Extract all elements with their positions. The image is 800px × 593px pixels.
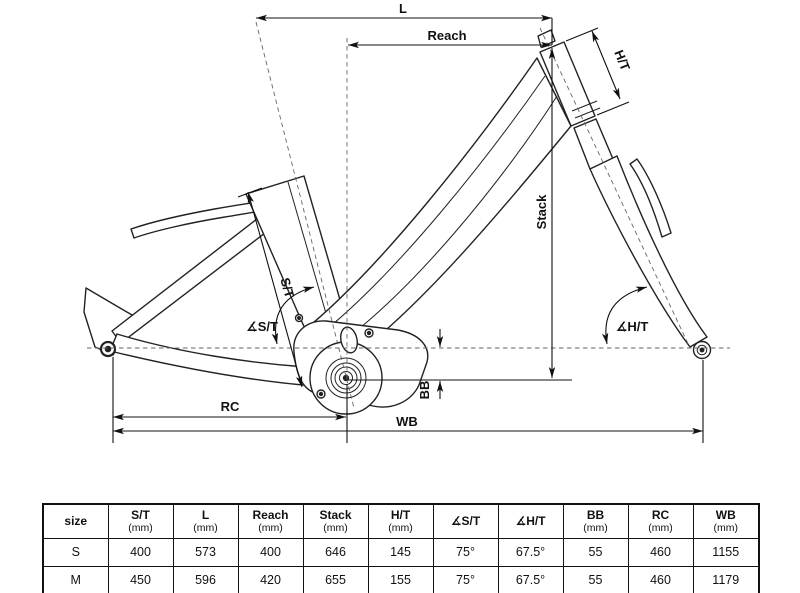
frame-drawing <box>83 29 712 415</box>
col-header-bb: BB(mm) <box>562 503 629 539</box>
dimension-labels: L Reach H/T Stack S/T ∡S/T ∡H/T BB RC WB <box>221 1 649 429</box>
cell-m-size: M <box>42 565 109 593</box>
label-top-length: L <box>399 1 407 16</box>
cell-s-reach: 400 <box>237 537 304 567</box>
cell-m-ht: 155 <box>367 565 434 593</box>
label-seat-tube: S/T <box>277 276 297 300</box>
fork-leg <box>589 155 708 348</box>
cell-s-bb: 55 <box>562 537 629 567</box>
geometry-table: size S/T(mm) L(mm) Reach(mm) Stack(mm) H… <box>42 503 760 593</box>
cell-m-stack: 655 <box>302 565 369 593</box>
cell-s-ht-angle: 67.5° <box>497 537 564 567</box>
battery-seam-2 <box>330 95 558 351</box>
cell-s-rc: 460 <box>627 537 694 567</box>
dim-ht <box>591 30 621 100</box>
cell-m-rc: 460 <box>627 565 694 593</box>
col-header-st: S/T(mm) <box>107 503 174 539</box>
cell-s-l: 573 <box>172 537 239 567</box>
ht-extension-bottom <box>596 101 630 116</box>
head-axis-dashed-line <box>539 27 691 349</box>
motor-bolt-3-dot <box>297 316 302 321</box>
label-stack: Stack <box>534 194 549 229</box>
label-wheelbase: WB <box>396 414 418 429</box>
cell-s-wb: 1155 <box>692 537 760 567</box>
headset-line-2 <box>574 107 601 119</box>
col-header-stack: Stack(mm) <box>302 503 369 539</box>
dimension-lines <box>112 14 704 443</box>
label-bb-drop: BB <box>417 381 432 400</box>
cell-m-st: 450 <box>107 565 174 593</box>
front-axle-dot <box>699 347 705 353</box>
label-seat-tube-angle: ∡S/T <box>246 319 278 334</box>
col-header-size: size <box>42 503 109 539</box>
cell-s-stack: 646 <box>302 537 369 567</box>
fender-bracket <box>629 158 672 238</box>
crank-stub <box>340 326 358 354</box>
col-header-st-angle: ∡S/T <box>432 503 499 539</box>
cell-m-reach: 420 <box>237 565 304 593</box>
col-header-ht: H/T(mm) <box>367 503 434 539</box>
table-row-size-m: M 450 596 420 655 155 75° 67.5° 55 460 1… <box>42 565 760 593</box>
motor-bolt-1-dot <box>366 330 372 336</box>
motor-bolt-2-dot <box>318 391 324 397</box>
ht-extension-top <box>565 27 599 42</box>
guide-lines <box>87 21 730 409</box>
cell-m-bb: 55 <box>562 565 629 593</box>
col-header-reach: Reach(mm) <box>237 503 304 539</box>
cell-s-st-angle: 75° <box>432 537 499 567</box>
col-header-ht-angle: ∡H/T <box>497 503 564 539</box>
dim-ht-angle-arc <box>601 286 648 345</box>
label-head-tube-angle: ∡H/T <box>616 319 649 334</box>
table-row-size-s: S 400 573 400 646 145 75° 67.5° 55 460 1… <box>42 537 760 567</box>
cell-m-ht-angle: 67.5° <box>497 565 564 593</box>
col-header-rc: RC(mm) <box>627 503 694 539</box>
label-head-tube: H/T <box>611 48 633 73</box>
label-reach: Reach <box>427 28 466 43</box>
cell-s-ht: 145 <box>367 537 434 567</box>
bike-geometry-diagram: L Reach H/T Stack S/T ∡S/T ∡H/T BB RC WB <box>83 1 730 443</box>
battery-seam-1 <box>315 75 546 339</box>
cell-m-wb: 1179 <box>692 565 760 593</box>
cell-m-st-angle: 75° <box>432 565 499 593</box>
col-header-l: L(mm) <box>172 503 239 539</box>
cell-s-size: S <box>42 537 109 567</box>
rear-axle-dot <box>104 345 112 353</box>
label-rear-center: RC <box>221 399 240 414</box>
col-header-wb: WB(mm) <box>692 503 760 539</box>
dim-st-angle-arc <box>271 286 315 345</box>
cell-s-st: 400 <box>107 537 174 567</box>
cell-m-l: 596 <box>172 565 239 593</box>
geometry-table-header: size S/T(mm) L(mm) Reach(mm) Stack(mm) H… <box>42 503 760 539</box>
seat-axis-dashed-line <box>255 21 355 409</box>
headset-line-1 <box>571 100 598 112</box>
